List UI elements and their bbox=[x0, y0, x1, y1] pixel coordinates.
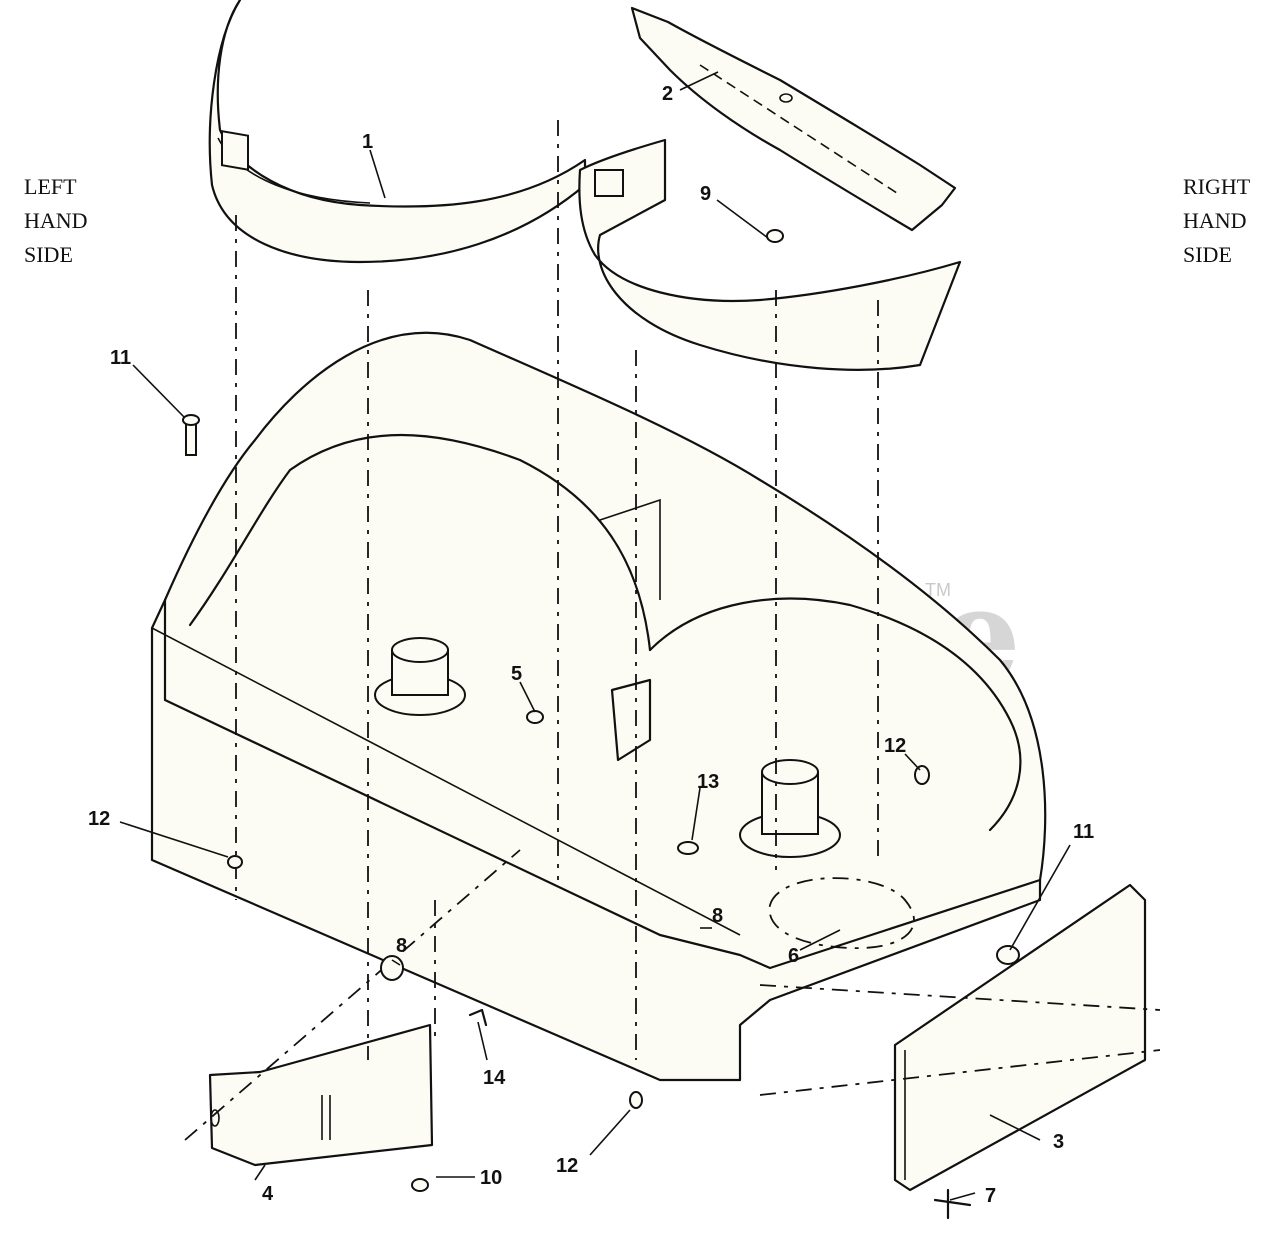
callout-12-right: 12 bbox=[884, 735, 906, 757]
hardware-items bbox=[182, 229, 1020, 1220]
left-label-line-3: SIDE bbox=[24, 242, 73, 267]
left-label-line-1: LEFT bbox=[24, 174, 77, 199]
callout-10: 10 bbox=[480, 1167, 502, 1189]
callout-11-right: 11 bbox=[1073, 821, 1094, 843]
alignment-lines bbox=[184, 120, 1161, 1141]
callout-2: 2 bbox=[662, 83, 673, 105]
callout-6: 6 bbox=[788, 945, 799, 967]
callout-3: 3 bbox=[1053, 1131, 1064, 1153]
right-hand-side-label: RIGHT HAND SIDE bbox=[1183, 170, 1250, 272]
right-label-line-1: RIGHT bbox=[1183, 174, 1251, 199]
callout-8-lower: 8 bbox=[396, 935, 407, 957]
callout-11-left: 11 bbox=[110, 347, 131, 369]
left-label-line-2: HAND bbox=[24, 208, 88, 233]
callout-8-upper: 8 bbox=[712, 905, 723, 927]
callout-1: 1 bbox=[362, 131, 373, 153]
callout-numbers: 1 2 3 4 5 6 7 8 8 9 10 11 11 12 12 12 13… bbox=[88, 83, 1094, 1207]
left-hand-side-label: LEFT HAND SIDE bbox=[24, 170, 88, 272]
mower-deck-housing bbox=[150, 331, 1047, 1082]
blade-part bbox=[630, 6, 957, 232]
callout-13: 13 bbox=[697, 771, 719, 793]
right-label-line-3: SIDE bbox=[1183, 242, 1232, 267]
watermark-trademark: TM bbox=[925, 580, 951, 600]
right-label-line-2: HAND bbox=[1183, 208, 1247, 233]
callout-7: 7 bbox=[985, 1185, 996, 1207]
callout-4: 4 bbox=[262, 1183, 274, 1205]
callout-leader-lines bbox=[119, 71, 1071, 1201]
callout-12-left: 12 bbox=[88, 808, 110, 830]
callout-5: 5 bbox=[511, 663, 522, 685]
callout-14: 14 bbox=[483, 1067, 506, 1089]
chute-bracket-part bbox=[208, 1023, 434, 1167]
left-baffle-part bbox=[208, 0, 587, 264]
callout-12-bottom: 12 bbox=[556, 1155, 578, 1177]
side-plate-part bbox=[893, 883, 1147, 1192]
right-baffle-part bbox=[578, 138, 962, 371]
callout-9: 9 bbox=[700, 183, 711, 205]
